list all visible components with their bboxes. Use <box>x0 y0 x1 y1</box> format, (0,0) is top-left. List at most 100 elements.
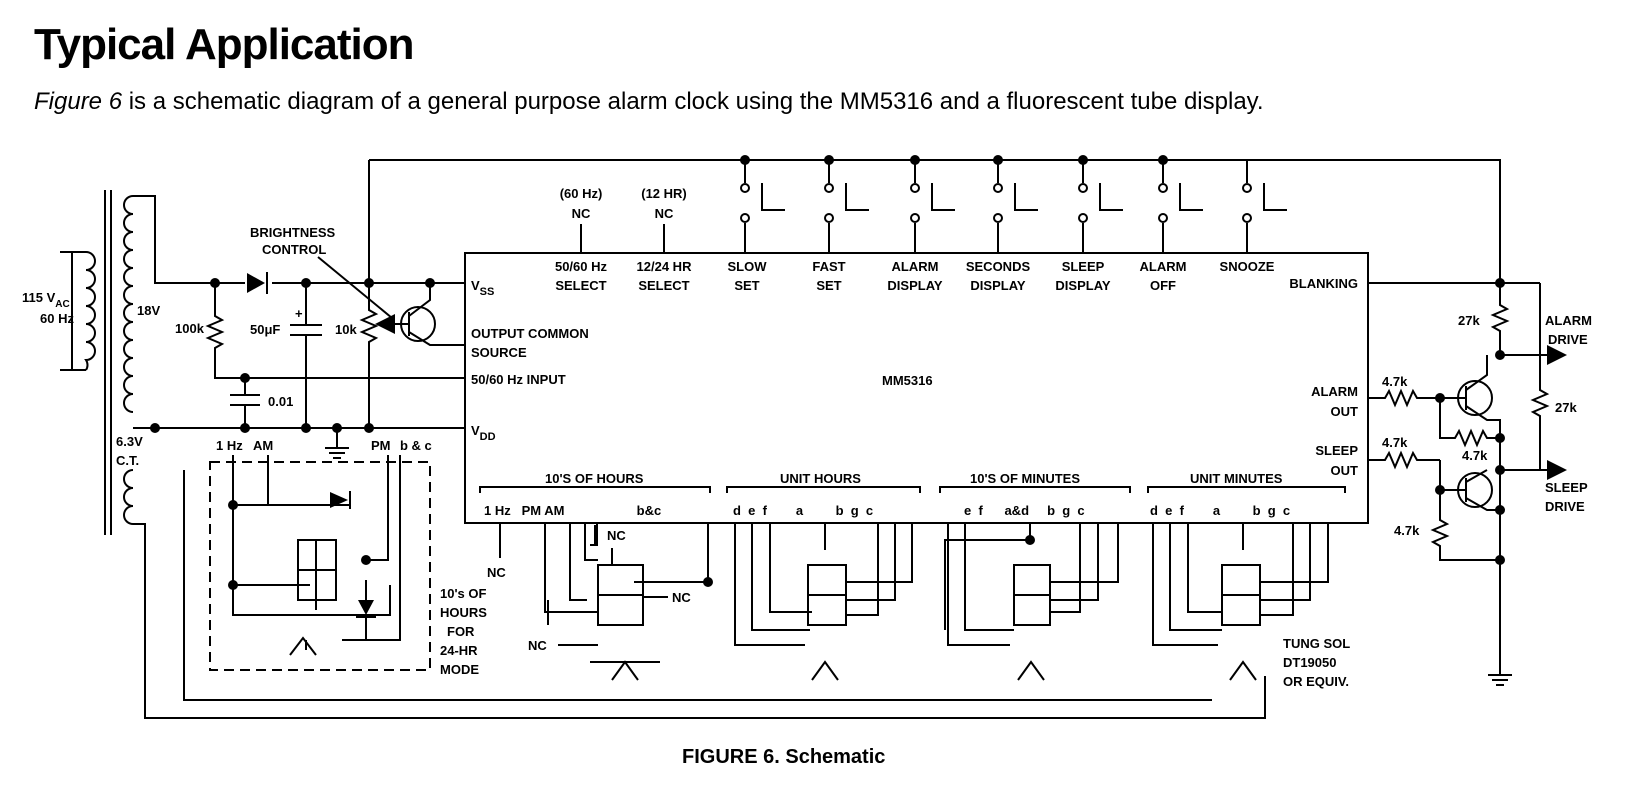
pin-output-source-label: SOURCE <box>471 345 527 360</box>
sleep-drive-label-2: DRIVE <box>1545 499 1585 514</box>
tube-part-1: TUNG SOL <box>1283 636 1350 651</box>
pin-blanking-label: BLANKING <box>1289 276 1358 291</box>
brightness-label-2: CONTROL <box>262 242 326 257</box>
pin-label: DISPLAY <box>1055 278 1110 293</box>
top-pin-labels: 50/60 Hz SELECT 12/24 HR SELECT SLOW SET… <box>555 259 1275 293</box>
option-pin-pm: PM <box>371 438 391 453</box>
pin-output-common-label: OUTPUT COMMON <box>471 326 589 341</box>
supply-rail <box>215 160 465 284</box>
pin-vss-label: VSS <box>471 278 494 298</box>
heading: Typical Application <box>34 20 414 69</box>
pin-label: SET <box>816 278 841 293</box>
pin-label: 50/60 Hz <box>555 259 608 274</box>
pin-label: SECONDS <box>966 259 1031 274</box>
alarm-be-resistor-label: 4.7k <box>1462 448 1488 463</box>
select-nc-label: NC <box>572 206 591 221</box>
pin-label: SLEEP <box>1062 259 1105 274</box>
group-title-10s-minutes: 10'S OF MINUTES <box>970 471 1080 486</box>
select-option-label: (12 HR) <box>641 186 687 201</box>
rectifier-diode <box>247 272 268 294</box>
sleep-low-resistor-label: 4.7k <box>1394 523 1420 538</box>
pin-label: SNOOZE <box>1220 259 1275 274</box>
pin-label: OFF <box>1150 278 1176 293</box>
select-nc-label: NC <box>655 206 674 221</box>
option-diode-vertical <box>356 580 376 640</box>
pin-label: FAST <box>812 259 845 274</box>
option-pin-1hz: 1 Hz <box>216 438 243 453</box>
figure-caption: FIGURE 6. Schematic <box>682 746 886 768</box>
digit-tube-unit-minutes <box>1152 523 1329 681</box>
pin-label: SET <box>734 278 759 293</box>
mm5316-chip <box>464 252 1369 524</box>
divider-resistor-label: 27k <box>1555 400 1577 415</box>
alarm-pullup-label: 27k <box>1458 313 1480 328</box>
option-pin-bc: b & c <box>400 438 432 453</box>
group-title-unit-minutes: UNIT MINUTES <box>1190 471 1283 486</box>
filament-voltage-label: 6.3V <box>116 434 143 449</box>
option-grid-symbol <box>289 636 317 656</box>
pin-vdd-label: VDD <box>471 423 496 443</box>
pin-label: DISPLAY <box>887 278 942 293</box>
alarm-sleep-drivers <box>1368 278 1567 686</box>
group-pins-10s-hours: 1 Hz PM AM b&c <box>484 503 661 518</box>
option-note-3: FOR <box>447 624 475 639</box>
pin-label: ALARM <box>892 259 939 274</box>
capacitor-polarity: + <box>295 306 303 321</box>
digit-tube-unit-hours <box>734 523 913 681</box>
ground-symbol <box>325 428 349 459</box>
group-title-10s-hours: 10'S OF HOURS <box>545 471 644 486</box>
pin-label: DISPLAY <box>970 278 1025 293</box>
capacitor-50uf <box>290 283 322 428</box>
tube-part-2: DT19050 <box>1283 655 1336 670</box>
capacitor-001 <box>230 378 260 428</box>
pin-label: ALARM <box>1140 259 1187 274</box>
intro-body: is a schematic diagram of a general purp… <box>122 88 1264 115</box>
tube-part-3: OR EQUIV. <box>1283 674 1349 689</box>
option-note-4: 24-HR <box>440 643 478 658</box>
alarm-drive-label-2: DRIVE <box>1548 332 1588 347</box>
pin-label: SELECT <box>555 278 606 293</box>
capacitor-001-label: 0.01 <box>268 394 293 409</box>
pin-5060-input-label: 50/60 Hz INPUT <box>471 372 566 387</box>
digit-tube-10s-minutes <box>944 523 1119 681</box>
brightness-transistor <box>392 283 465 346</box>
option-note-1: 10's OF <box>440 586 487 601</box>
chip-part-number: MM5316 <box>882 373 933 388</box>
option-note-2: HOURS <box>440 605 487 620</box>
nc-label-top: NC <box>607 528 626 543</box>
filament-wires <box>133 470 1266 719</box>
resistor-100k <box>205 283 465 379</box>
transformer <box>60 190 215 535</box>
option-note-5: MODE <box>440 662 479 677</box>
intro-text: Figure 6 is a schematic diagram of a gen… <box>34 88 1264 116</box>
push-switches <box>740 155 1287 253</box>
resistor-100k-label: 100k <box>175 321 205 336</box>
nc-label-1hz: NC <box>487 565 506 580</box>
option-pin-am: AM <box>253 438 273 453</box>
mains-frequency-label: 60 Hz <box>40 311 74 326</box>
select-pin-stub <box>580 224 665 253</box>
brightness-label-1: BRIGHTNESS <box>250 225 336 240</box>
option-24hr-box <box>209 461 431 671</box>
pin-sleep-out-label-2: OUT <box>1331 463 1359 478</box>
figure-reference: Figure 6 <box>34 88 123 115</box>
group-pins-unit-minutes: d e f a b g c <box>1150 503 1290 518</box>
segment-group-brackets <box>479 486 1346 493</box>
pin-sleep-out-label-1: SLEEP <box>1315 443 1358 458</box>
group-pins-unit-hours: d e f a b g c <box>733 503 873 518</box>
pin-alarm-out-label-2: OUT <box>1331 404 1359 419</box>
capacitor-50uf-label: 50μF <box>250 322 280 337</box>
alarm-base-resistor-label: 4.7k <box>1382 374 1408 389</box>
pin-alarm-out-label-1: ALARM <box>1311 384 1358 399</box>
select-option-label: (60 Hz) <box>560 186 603 201</box>
mains-voltage-label: 115 VAC <box>22 290 70 310</box>
brightness-leader <box>317 256 393 319</box>
pin-label: SLOW <box>728 259 768 274</box>
option-diode <box>330 491 351 509</box>
sleep-drive-label-1: SLEEP <box>1545 480 1588 495</box>
alarm-drive-label-1: ALARM <box>1545 313 1592 328</box>
potentiometer-10k <box>359 283 379 428</box>
group-title-unit-hours: UNIT HOURS <box>780 471 861 486</box>
sleep-base-resistor-label: 4.7k <box>1382 435 1408 450</box>
